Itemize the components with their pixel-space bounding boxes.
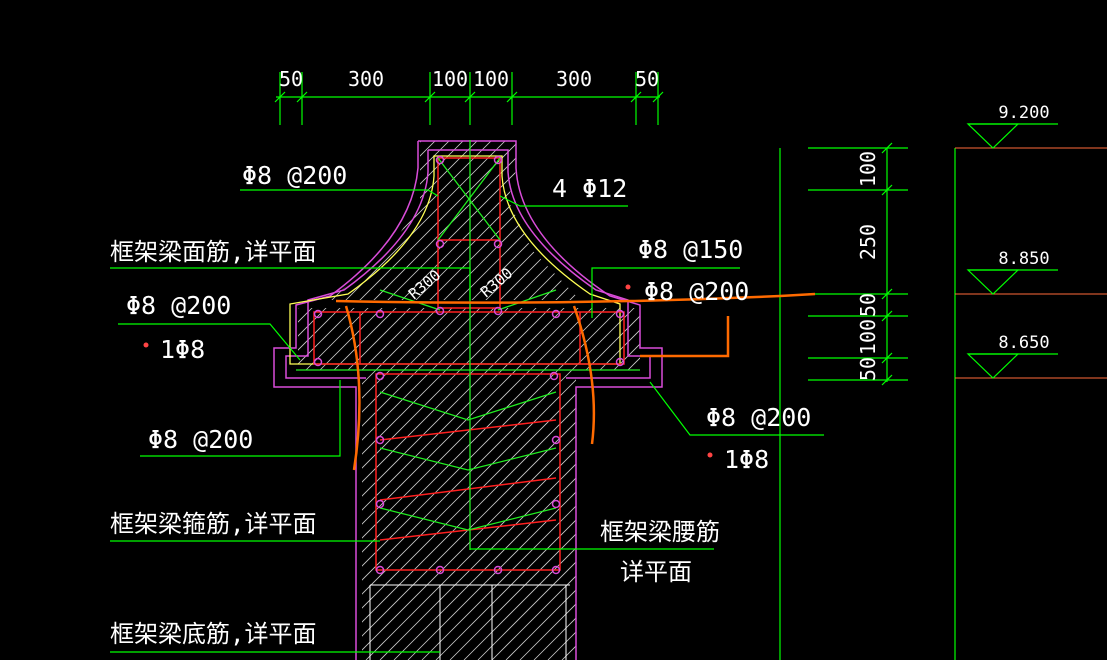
label-lower-right-bar: 1Φ8 bbox=[724, 445, 769, 474]
label-beam-bottom-bars: 框架梁底筋,详平面 bbox=[110, 620, 316, 648]
markup-sketch bbox=[335, 292, 816, 471]
rebar-dot bbox=[313, 357, 323, 367]
label-lower-right-stirrup: Φ8 @200 bbox=[706, 403, 811, 432]
label-right-stirrup-1: Φ8 @150 bbox=[638, 235, 743, 264]
rebar-dot bbox=[435, 155, 445, 165]
section-outline bbox=[273, 140, 663, 660]
rebar-dot bbox=[375, 371, 385, 381]
label-beam-waist-bars-1: 框架梁腰筋 bbox=[600, 518, 720, 546]
elevation-label: 8.850 bbox=[998, 249, 1049, 269]
elevation-label: 9.200 bbox=[998, 103, 1049, 123]
label-right-stirrup-2: Φ8 @200 bbox=[644, 277, 749, 306]
rebar-dot bbox=[493, 239, 503, 249]
rebar-dot bbox=[551, 499, 561, 509]
beam-lower-lines bbox=[369, 584, 570, 660]
bullet-lower-right-bar bbox=[707, 452, 713, 458]
elevation-marks: 9.200 8.850 8.650 bbox=[955, 103, 1107, 379]
rebar-dot bbox=[313, 309, 323, 319]
rebar-dot bbox=[615, 357, 625, 367]
rebar-dot bbox=[375, 309, 385, 319]
tie-lines bbox=[296, 140, 640, 550]
rebar-dot bbox=[375, 565, 385, 575]
label-beam-stirrups: 框架梁箍筋,详平面 bbox=[110, 510, 316, 538]
top-dim-label: 100 bbox=[473, 67, 509, 91]
right-dim-label: 50 bbox=[856, 293, 880, 317]
top-dim-label: 300 bbox=[348, 67, 384, 91]
top-dimension-line bbox=[274, 72, 664, 125]
bullet-left-bar bbox=[143, 342, 149, 348]
label-left-lower-stirrup: Φ8 @200 bbox=[148, 425, 253, 454]
rebar-dot bbox=[551, 435, 561, 445]
label-top-long-bars: 4 Φ12 bbox=[552, 174, 627, 203]
rebar-dot bbox=[493, 306, 503, 316]
right-dim-label: 100 bbox=[856, 151, 880, 187]
rebar-dot bbox=[375, 435, 385, 445]
rebar-dot bbox=[551, 309, 561, 319]
annotation-labels: Φ8 @200 4 Φ12 框架梁面筋,详平面 Φ8 @200 1Φ8 Φ8 @… bbox=[110, 161, 811, 648]
rebar-dots bbox=[313, 155, 625, 575]
label-left-bar: 1Φ8 bbox=[160, 335, 205, 364]
right-dim-label: 100 bbox=[856, 319, 880, 355]
label-left-stirrup: Φ8 @200 bbox=[126, 291, 231, 320]
top-dim-label: 100 bbox=[432, 67, 468, 91]
label-top-stirrup: Φ8 @200 bbox=[242, 161, 347, 190]
rebar-dot bbox=[435, 239, 445, 249]
rebar-dot bbox=[375, 499, 385, 509]
elevation-label: 8.650 bbox=[998, 333, 1049, 353]
rebar-dot bbox=[435, 306, 445, 316]
leader-lines bbox=[110, 189, 824, 653]
top-dim-label: 300 bbox=[556, 67, 592, 91]
rebar-dot bbox=[493, 155, 503, 165]
rebar-dot bbox=[549, 371, 559, 381]
label-beam-waist-bars-2: 详平面 bbox=[620, 558, 692, 586]
rebar-dot bbox=[435, 565, 445, 575]
bullet-right-stirrup-2 bbox=[625, 284, 631, 290]
rebar-dot bbox=[493, 565, 503, 575]
right-dim-label: 250 bbox=[856, 224, 880, 260]
concrete-hatch bbox=[298, 141, 640, 660]
right-dimension-line bbox=[779, 142, 956, 660]
top-dim-label: 50 bbox=[279, 67, 303, 91]
rebar-lines bbox=[313, 157, 625, 571]
label-radius-right: R300 bbox=[477, 264, 516, 301]
rebar-dot bbox=[551, 565, 561, 575]
label-beam-top-bars: 框架梁面筋,详平面 bbox=[110, 238, 316, 266]
right-dim-label: 50 bbox=[856, 357, 880, 381]
rebar-dot bbox=[615, 309, 625, 319]
top-dim-label: 50 bbox=[635, 67, 659, 91]
